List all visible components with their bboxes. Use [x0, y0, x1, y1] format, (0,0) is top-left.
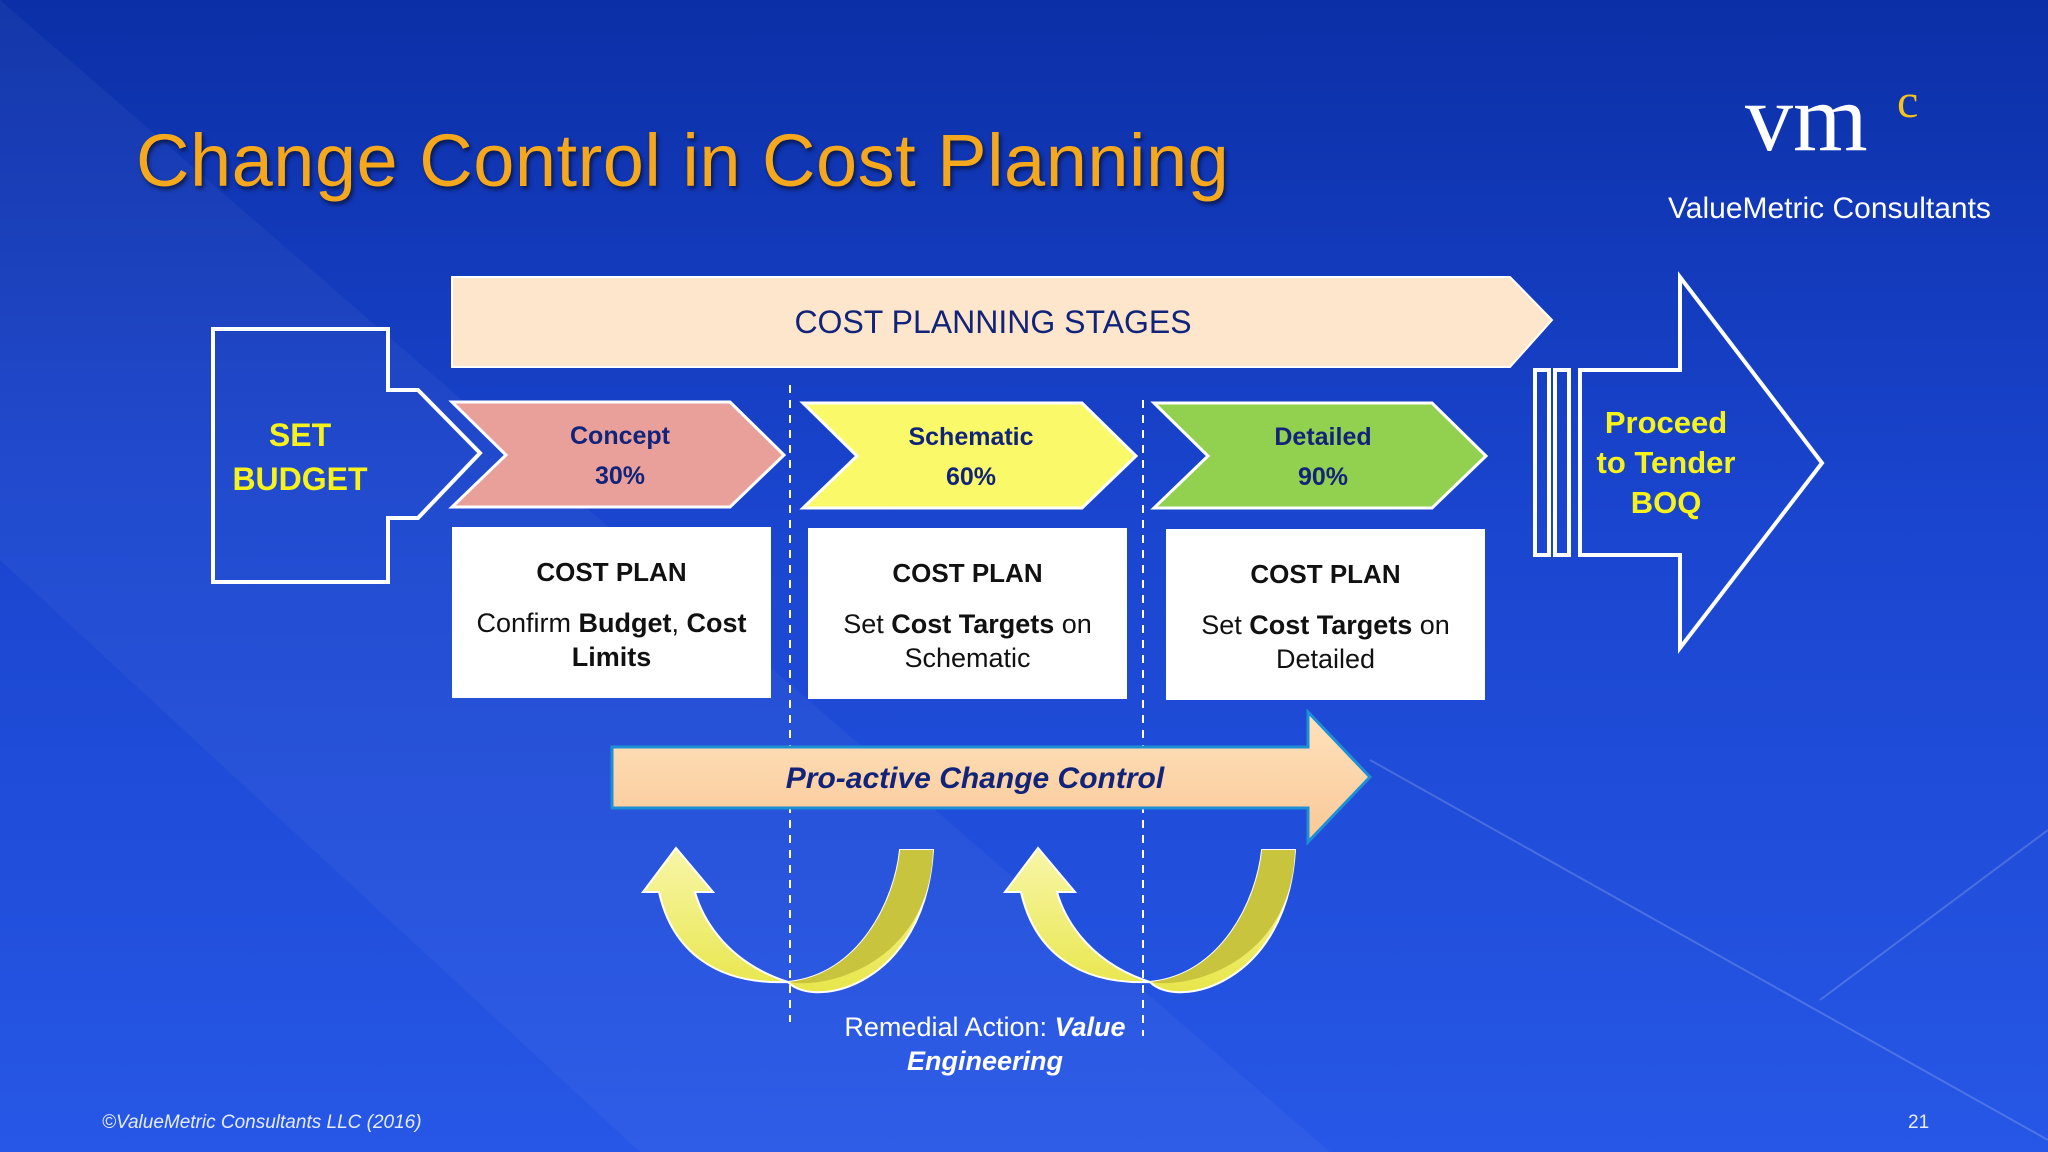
remedial-feedback-arrow: [641, 846, 935, 994]
cost-plan-box-detailed: COST PLAN Set Cost Targets on Detailed: [1166, 529, 1485, 700]
cost-plan-title: COST PLAN: [536, 557, 687, 587]
stage-name-concept: Concept: [570, 422, 671, 450]
logo-company-name: ValueMetric Consultants: [1668, 192, 1991, 225]
proceed-arrow-band: [1553, 368, 1571, 557]
cost-plan-box-schematic: COST PLAN Set Cost Targets on Schematic: [808, 528, 1127, 699]
proceed-to-tender-arrow: [1578, 271, 1825, 654]
proceed-line3: BOQ: [1631, 485, 1702, 520]
slide-title: Change Control in Cost Planning: [136, 119, 1230, 202]
cost-plan-box-concept: COST PLAN Confirm Budget, Cost Limits: [452, 527, 771, 698]
logo-mark: vm: [1745, 64, 1868, 171]
set-budget-line1: SET: [269, 417, 332, 453]
background-line: [1369, 759, 2048, 1141]
proceed-line2: to Tender: [1597, 445, 1736, 480]
proceed-line1: Proceed: [1605, 405, 1727, 440]
curved-arrow-shadow: [1150, 850, 1295, 984]
cost-plan-title: COST PLAN: [1250, 559, 1401, 589]
stage-chevron-detailed: [1150, 401, 1489, 510]
copyright-footer: ©ValueMetric Consultants LLC (2016): [102, 1112, 422, 1133]
proceed-arrow-band: [1533, 368, 1551, 557]
curved-arrow-shadow: [788, 850, 933, 984]
set-budget-line2: BUDGET: [232, 461, 368, 497]
cost-planning-stages-banner: [451, 276, 1554, 368]
stage-percent-detailed: 90%: [1298, 463, 1348, 491]
stage-percent-schematic: 60%: [946, 463, 996, 491]
stage-percent-concept: 30%: [595, 462, 645, 490]
cost-plan-description: Confirm Budget, Cost Limits: [476, 608, 747, 672]
stage-name-schematic: Schematic: [908, 423, 1033, 451]
stage-name-detailed: Detailed: [1274, 423, 1371, 451]
logo-superscript: c: [1897, 75, 1919, 128]
remedial-feedback-arrow: [1003, 846, 1297, 994]
change-control-arrow: [610, 708, 1373, 846]
stage-chevron-concept: [448, 400, 787, 509]
cost-plan-description: Set Cost Targets on Detailed: [1201, 610, 1450, 674]
change-control-label: Pro-active Change Control: [786, 762, 1165, 795]
cost-plan-title: COST PLAN: [892, 558, 1043, 588]
background-line: [1819, 829, 2048, 1001]
cost-plan-description: Set Cost Targets on Schematic: [843, 609, 1092, 673]
page-number: 21: [1908, 1112, 1930, 1133]
stage-chevron-schematic: [799, 401, 1139, 510]
remedial-action-label: Remedial Action: Value Engineering: [844, 1012, 1126, 1076]
cost-planning-stages-label: COST PLANNING STAGES: [794, 304, 1191, 340]
set-budget-arrow: [211, 327, 483, 584]
